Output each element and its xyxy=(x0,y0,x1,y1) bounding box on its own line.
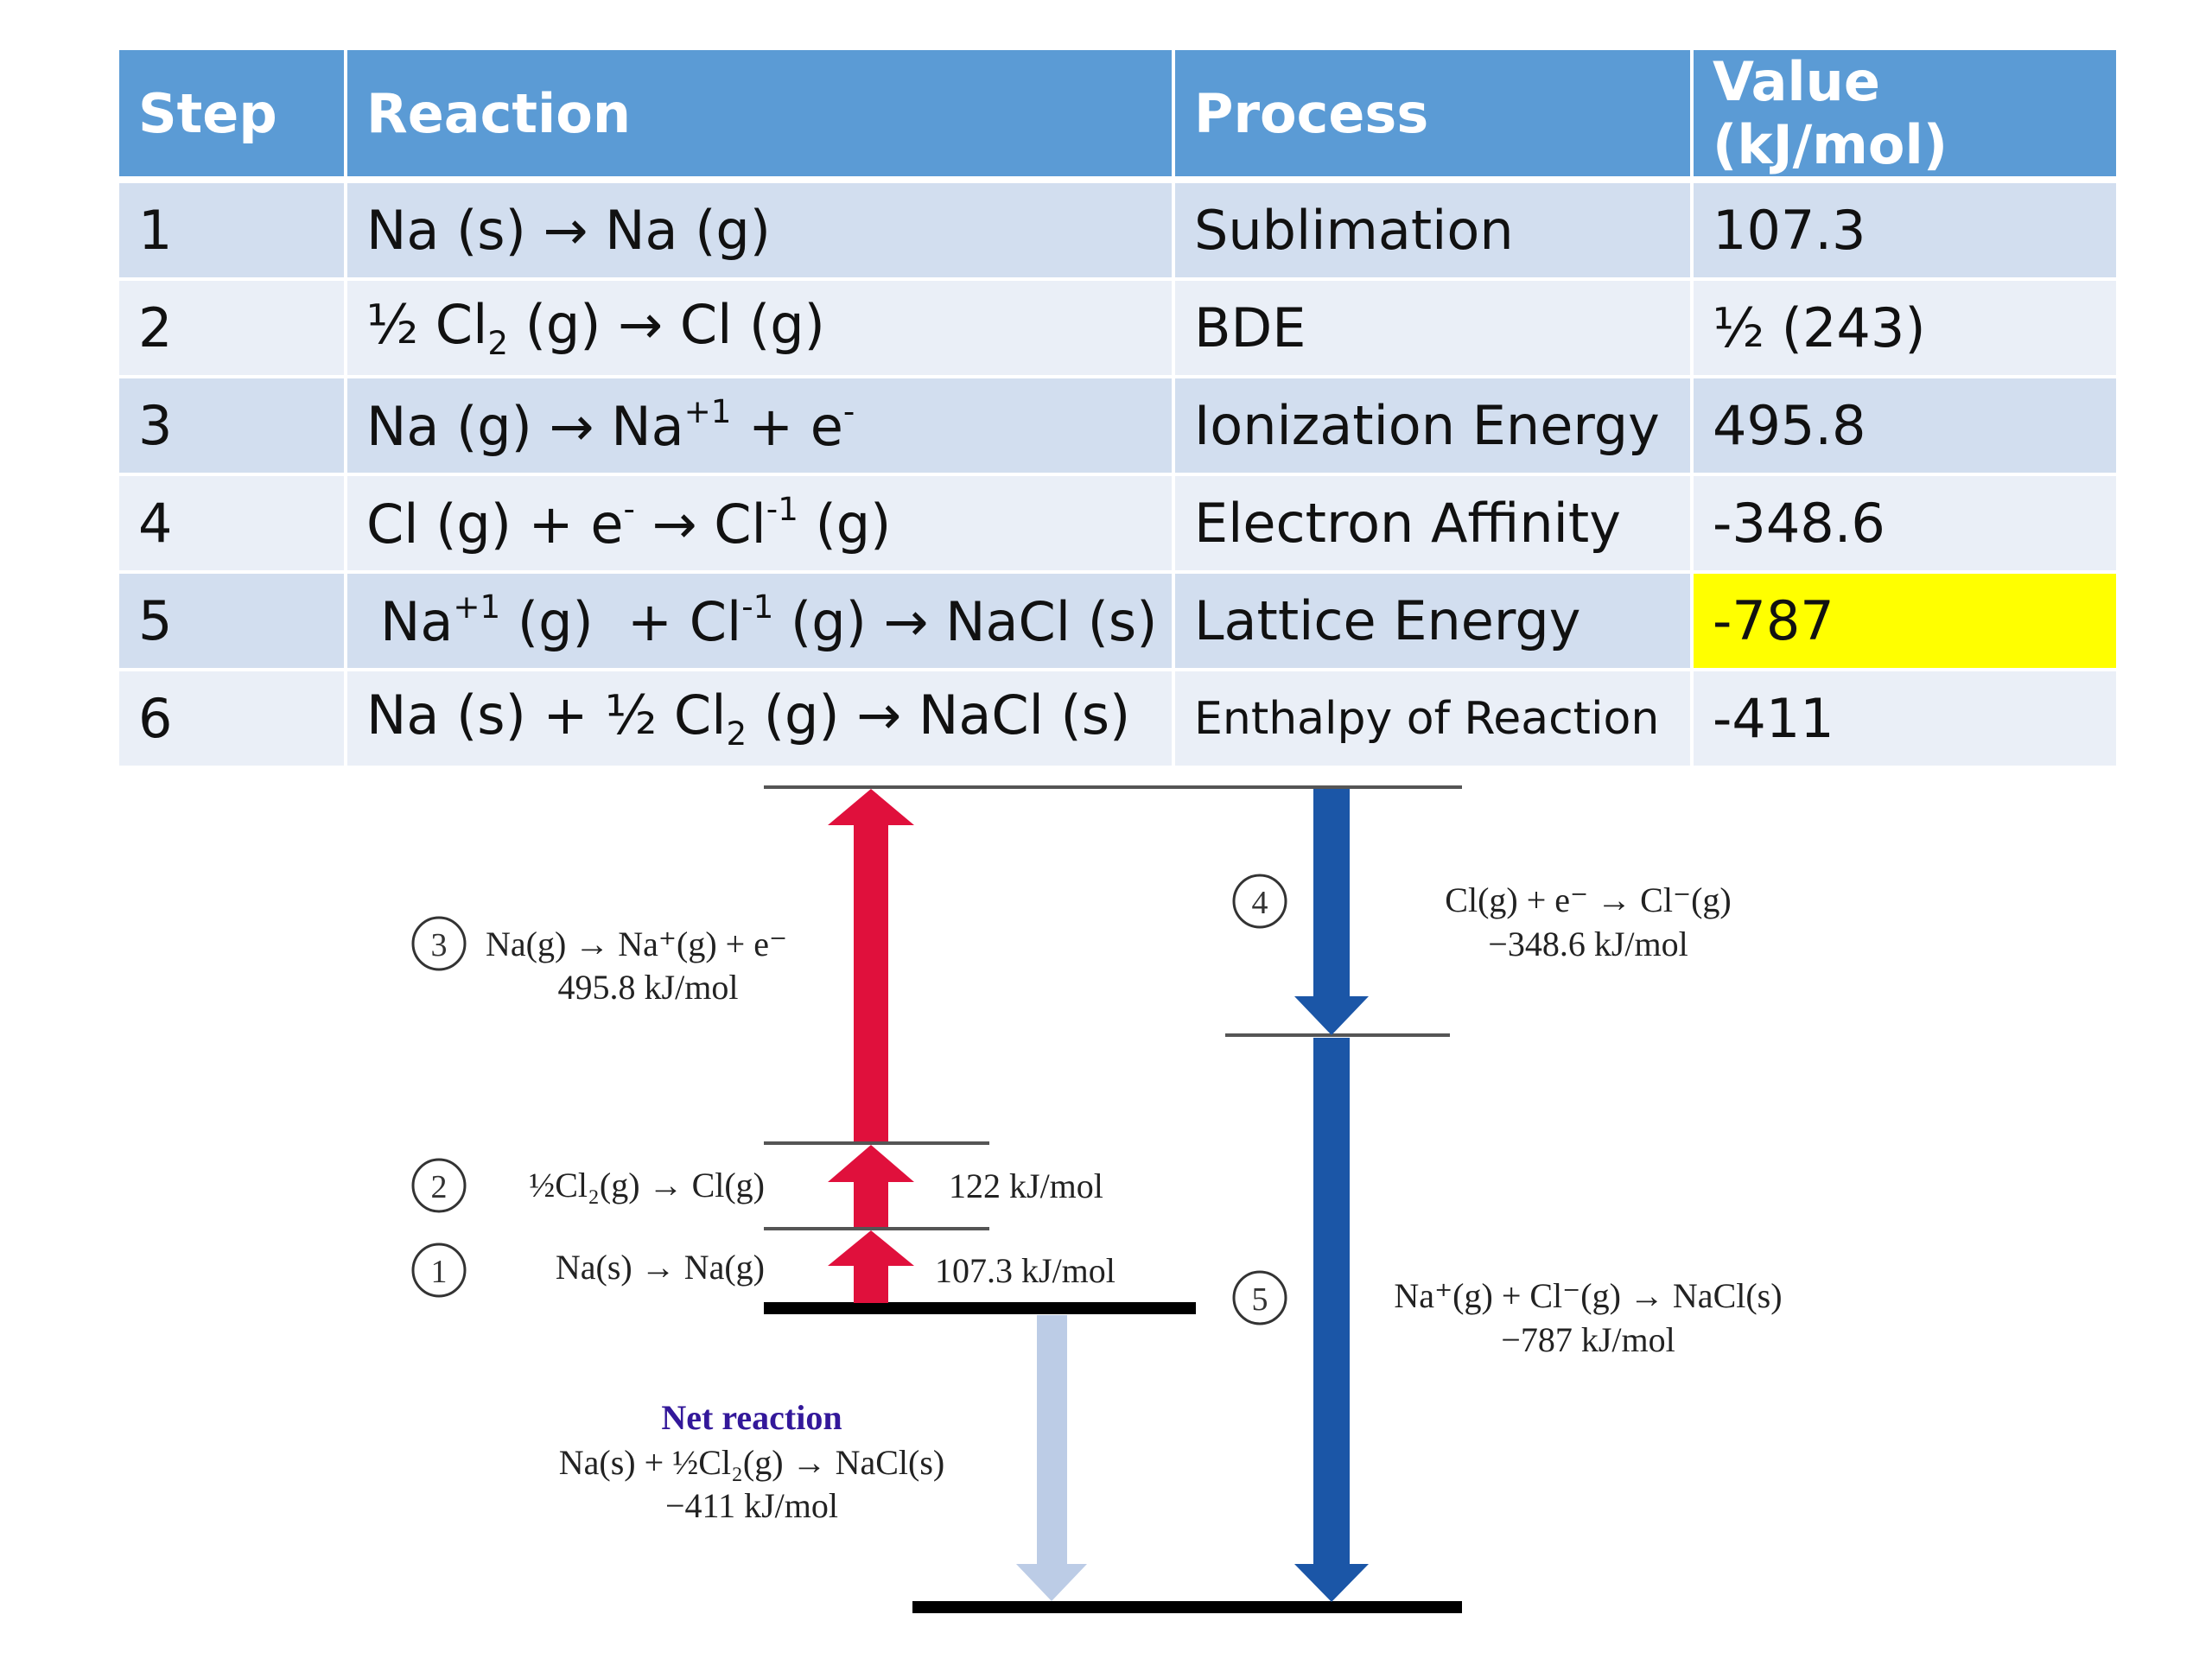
reaction-text: Na xyxy=(594,395,684,459)
arrow-glyph: → xyxy=(856,683,902,747)
process-cell: Lattice Energy xyxy=(1172,572,1692,671)
step-cell: 3 xyxy=(119,377,346,476)
step-number: 2 xyxy=(431,1169,448,1205)
reaction-text: (g) xyxy=(773,590,884,654)
step-cell: 4 xyxy=(119,474,346,574)
step-cell: 5 xyxy=(119,572,346,671)
table-header-row: Step Reaction Process Value (kJ/mol) xyxy=(119,50,2116,183)
table-row: 5 Na+1 (g) + Cl-1 (g) → NaCl (s) Lattice… xyxy=(119,572,2116,671)
step-number: 5 xyxy=(1252,1281,1268,1318)
reaction-text: (g) xyxy=(508,293,619,357)
reaction-text: Na (g) xyxy=(366,395,550,459)
reaction-text: Cl (g) xyxy=(663,293,825,357)
step5-down-arrow xyxy=(1294,1038,1369,1602)
superscript: +1 xyxy=(453,588,501,626)
table-row: 4 Cl (g) + e- → Cl-1 (g) Electron Affini… xyxy=(119,474,2116,574)
net-reaction-equation: Na(s) + ½Cl₂(g) → NaCl(s) xyxy=(559,1443,944,1482)
reaction-text: (g) + Cl xyxy=(500,590,742,654)
step-number-badge: 4 xyxy=(1232,874,1287,929)
arrow-glyph: → xyxy=(549,395,594,459)
step-cell: 6 xyxy=(119,670,346,769)
net-reaction-title: Net reaction xyxy=(661,1398,842,1437)
reaction-text: ½ Cl xyxy=(366,293,488,357)
reaction-text: Na (g) xyxy=(588,199,771,262)
reaction-text: Cl xyxy=(696,493,766,556)
process-cell: Ionization Energy xyxy=(1172,377,1692,476)
reaction-text: (g) xyxy=(798,493,892,556)
reaction-text: Na xyxy=(380,590,454,654)
step1-value: 107.3 kJ/mol xyxy=(935,1251,1116,1290)
step4-value: −348.6 kJ/mol xyxy=(1488,925,1688,963)
reaction-text: + e xyxy=(731,395,843,459)
subscript: 2 xyxy=(726,715,747,753)
step2-equation: ½Cl₂(g) → Cl(g) xyxy=(529,1166,765,1205)
process-cell: BDE xyxy=(1172,279,1692,378)
step5-equation: Na⁺(g) + Cl⁻(g) → NaCl(s) xyxy=(1394,1276,1782,1315)
arrow-glyph: → xyxy=(543,199,588,262)
reaction-cell: Na (s) + ½ Cl2 (g) → NaCl (s) xyxy=(344,670,1173,769)
step3-equation: Na(g) → Na⁺(g) + e⁻ xyxy=(486,925,787,963)
superscript: -1 xyxy=(766,490,798,529)
reaction-text: NaCl (s) xyxy=(901,683,1131,747)
column-header-process: Process xyxy=(1172,50,1692,183)
arrow-glyph: → xyxy=(883,590,929,654)
step-number-badge: 2 xyxy=(411,1158,467,1213)
value-cell: 495.8 xyxy=(1690,377,2116,476)
table-row: 1 Na (s) → Na (g) Sublimation 107.3 xyxy=(119,180,2116,281)
step4-equation: Cl(g) + e⁻ → Cl⁻(g) xyxy=(1445,880,1731,919)
born-haber-table: Step Reaction Process Value (kJ/mol) 1 N… xyxy=(119,50,2116,769)
value-cell: ½ (243) xyxy=(1690,279,2116,378)
arrow-glyph: → xyxy=(618,293,664,357)
step5-value: −787 kJ/mol xyxy=(1501,1320,1675,1359)
step-cell: 2 xyxy=(119,279,346,378)
value-cell: -348.6 xyxy=(1690,474,2116,574)
net-reaction-arrow xyxy=(1016,1315,1087,1601)
reaction-text: (g) xyxy=(747,683,857,747)
superscript: -1 xyxy=(741,588,774,626)
superscript: - xyxy=(623,490,635,529)
step-number-badge: 3 xyxy=(411,916,467,971)
superscript: +1 xyxy=(683,392,732,431)
step3-up-arrow xyxy=(828,789,914,1141)
reaction-cell: ½ Cl2 (g) → Cl (g) xyxy=(344,279,1173,378)
reaction-cell: Na (s) → Na (g) xyxy=(344,180,1173,281)
reaction-cell: Na+1 (g) + Cl-1 (g) → NaCl (s) xyxy=(344,572,1173,671)
process-cell: Enthalpy of Reaction xyxy=(1172,670,1692,769)
arrow-glyph: → xyxy=(652,493,697,556)
column-header-reaction: Reaction xyxy=(344,50,1173,183)
table-row: 3 Na (g) → Na+1 + e- Ionization Energy 4… xyxy=(119,377,2116,476)
reaction-text: Cl (g) + e xyxy=(366,493,624,556)
step4-down-arrow xyxy=(1294,789,1369,1035)
step2-up-arrow xyxy=(828,1145,914,1227)
step-number-badge: 1 xyxy=(411,1243,467,1298)
table-row: 6 Na (s) + ½ Cl2 (g) → NaCl (s) Enthalpy… xyxy=(119,670,2116,769)
step3-value: 495.8 kJ/mol xyxy=(558,968,739,1007)
step1-equation: Na(s) → Na(g) xyxy=(556,1248,765,1287)
reaction-text: Na (s) xyxy=(366,199,543,262)
superscript: - xyxy=(842,392,855,431)
column-header-value: Value (kJ/mol) xyxy=(1690,50,2116,183)
step-number: 4 xyxy=(1252,885,1268,921)
step-number: 1 xyxy=(431,1254,448,1290)
step-cell: 1 xyxy=(119,180,346,281)
column-header-step: Step xyxy=(119,50,346,183)
value-cell: -411 xyxy=(1690,670,2116,769)
value-cell-highlighted: -787 xyxy=(1690,572,2116,671)
reaction-text: NaCl (s) xyxy=(928,590,1158,654)
process-cell: Sublimation xyxy=(1172,180,1692,281)
reaction-cell: Na (g) → Na+1 + e- xyxy=(344,377,1173,476)
step-number: 3 xyxy=(431,927,448,963)
process-cell: Electron Affinity xyxy=(1172,474,1692,574)
step-number-badge: 5 xyxy=(1232,1270,1287,1325)
net-reaction-value: −411 kJ/mol xyxy=(665,1486,838,1525)
step1-up-arrow xyxy=(828,1230,914,1303)
table-row: 2 ½ Cl2 (g) → Cl (g) BDE ½ (243) xyxy=(119,279,2116,378)
reaction-text: Na (s) + ½ Cl xyxy=(366,683,727,747)
reaction-cell: Cl (g) + e- → Cl-1 (g) xyxy=(344,474,1173,574)
value-cell: 107.3 xyxy=(1690,180,2116,281)
step2-value: 122 kJ/mol xyxy=(949,1166,1103,1205)
subscript: 2 xyxy=(487,324,508,363)
